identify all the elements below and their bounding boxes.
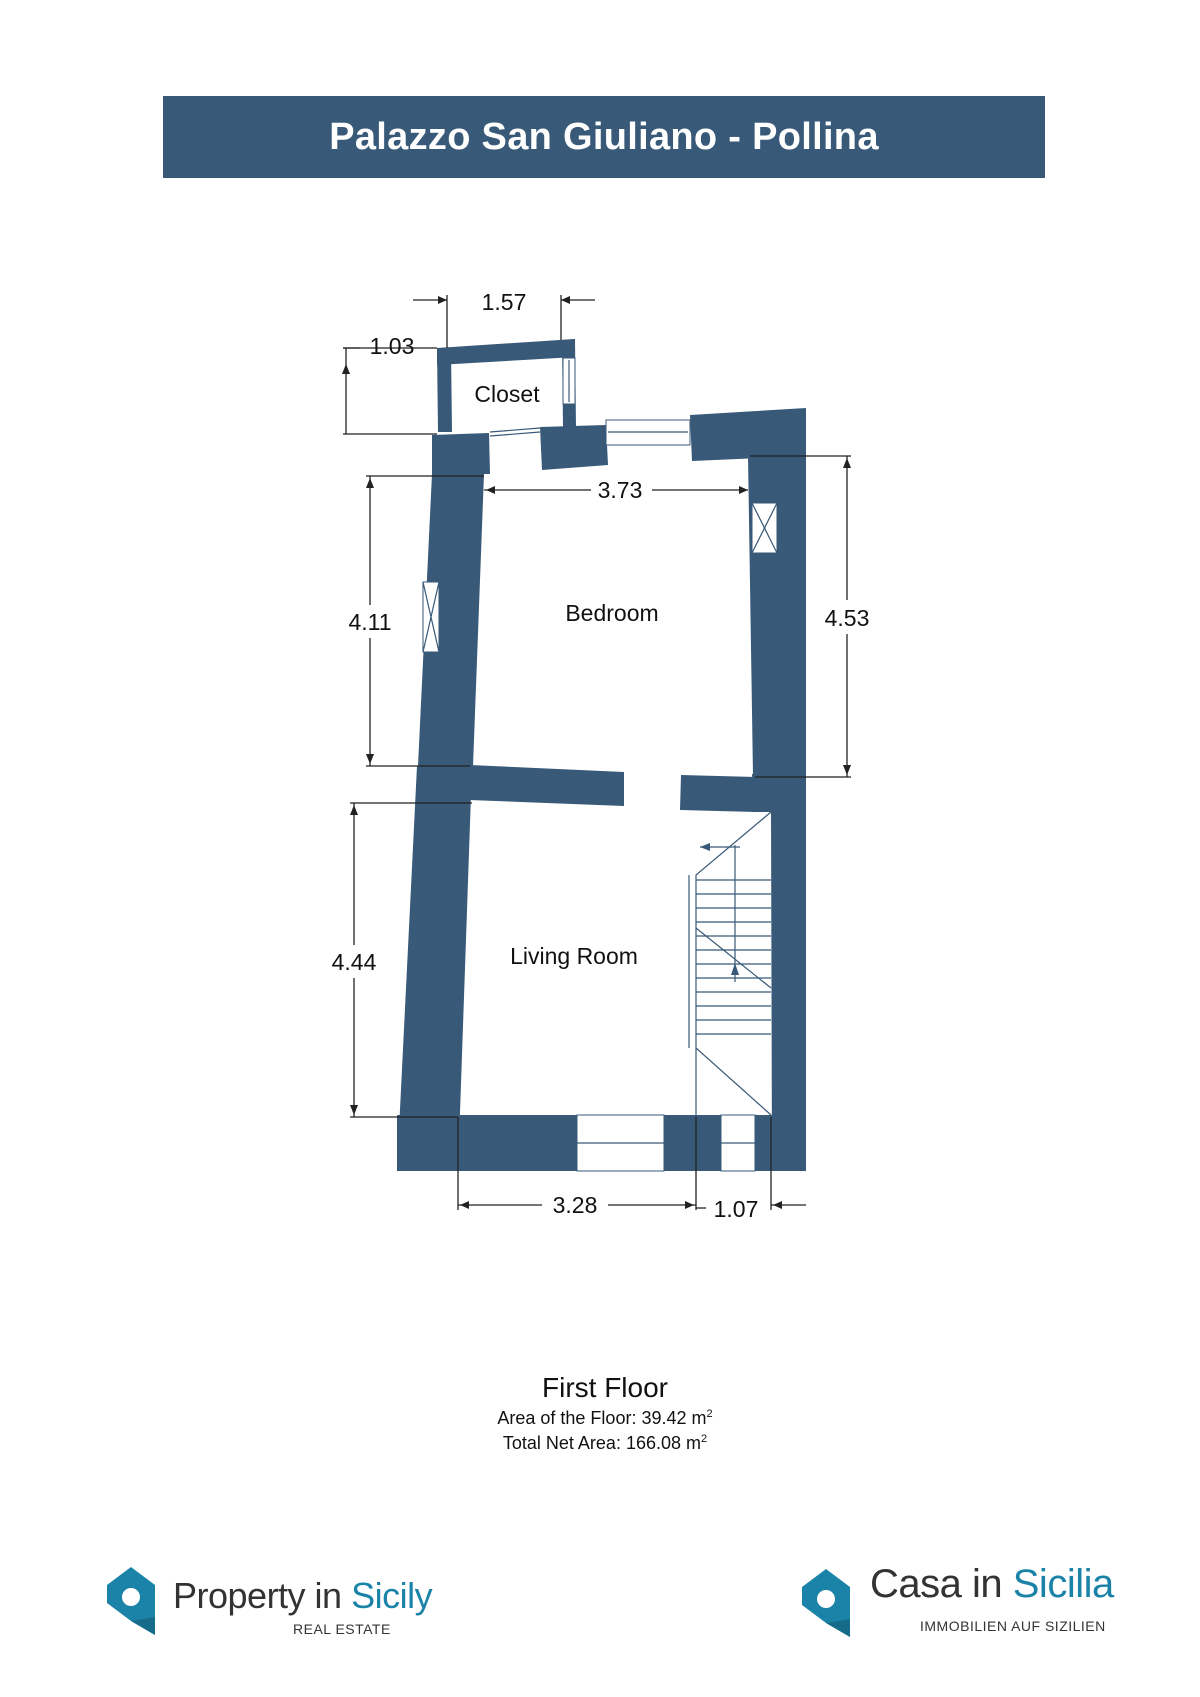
dim-closet-depth: 1.03 [370,333,415,359]
title-bar: Palazzo San Giuliano - Pollina [163,96,1045,178]
walls [397,339,806,1171]
dim-bedroom-width: 3.73 [598,477,643,503]
area-of-floor-exponent: 2 [706,1408,713,1420]
wall-top-left-segment [432,433,490,474]
wall-left-living [397,766,472,1170]
dim-living-left: 4.44 [332,949,377,975]
logo-right-word1: Casa in [870,1562,1013,1606]
staircase [688,811,772,1116]
wall-interior-right [680,775,756,812]
house-pin-icon [107,1567,155,1635]
wall-bottom-mid [664,1115,721,1171]
house-pin-icon [802,1569,850,1637]
logo-right-sub: IMMOBILIEN AUF SIZILIEN [920,1618,1106,1634]
dim-bedroom-left: 4.11 [348,609,391,635]
wall-right-living [752,774,806,1171]
wall-top-right-segment [690,408,806,461]
floor-caption: First Floor Area of the Floor: 39.42 m2 … [400,1372,810,1454]
floor-name: First Floor [542,1372,668,1403]
total-net-area-text: Total Net Area: 166.08 m [502,1433,701,1453]
wall-closet-top [437,339,575,365]
dimension-lines [342,295,851,1210]
total-net-area: Total Net Area: 166.08 m2 [400,1433,810,1454]
wall-bottom-right [755,1115,806,1171]
dim-bedroom-right: 4.53 [825,605,870,631]
total-net-area-exponent: 2 [701,1433,708,1445]
area-of-floor-text: Area of the Floor: 39.42 m [497,1408,707,1428]
wall-left-bedroom [418,474,484,766]
logo-casa-in-sicilia: Casa in Sicilia IMMOBILIEN AUF SIZILIEN [800,1562,1130,1644]
dim-closet-width: 1.57 [482,289,527,315]
wall-bottom-left [397,1115,577,1171]
wall-closet-left [437,348,452,432]
logo-left-word2: Sicily [351,1575,433,1616]
stair-arrow-left-icon [700,843,710,851]
logo-left-word1: Property in [173,1575,352,1616]
room-label-bedroom: Bedroom [565,600,658,626]
page-title: Palazzo San Giuliano - Pollina [329,115,879,158]
wall-top-mid-segment [540,425,608,470]
room-label-closet: Closet [474,381,540,407]
room-label-living-room: Living Room [510,943,638,969]
stair-arrow-up-icon [731,963,739,975]
dim-stair-bottom: 1.07 [714,1196,759,1222]
openings [422,357,778,1172]
wall-interior-left [469,765,624,806]
logo-right-word2: Sicilia [1012,1562,1114,1606]
area-of-floor: Area of the Floor: 39.42 m2 [400,1408,810,1429]
logo-left-sub: REAL ESTATE [293,1621,391,1637]
wall-right-bedroom [748,451,806,776]
dim-living-bottom: 3.28 [553,1192,598,1218]
logo-property-in-sicily: Property in Sicily REAL ESTATE [105,1565,433,1645]
